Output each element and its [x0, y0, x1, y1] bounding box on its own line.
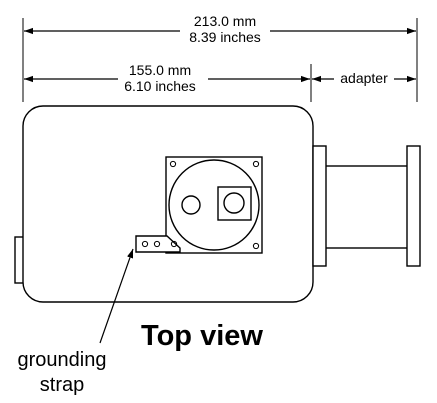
overall-dimension-inches: 8.39 inches [189, 29, 261, 45]
plate-screw-bottom-right [252, 242, 260, 250]
body-dimension-mm: 155.0 mm [129, 62, 191, 78]
adapter-flange-left [312, 145, 327, 267]
waveguide-section [324, 165, 409, 249]
strap-hole-left [141, 240, 149, 248]
plate-screw-top-left [169, 160, 177, 168]
grounding-strap [135, 235, 181, 253]
adapter-dimension: adapter [312, 70, 416, 86]
strap-hole-right [170, 240, 178, 248]
adapter-label: adapter [340, 70, 388, 86]
grounding-strap-leader [99, 248, 134, 344]
center-port-hole [223, 192, 245, 214]
callout-line-2: strap [40, 374, 84, 396]
strap-hole-middle [153, 240, 161, 248]
adapter-flange-right [406, 145, 421, 267]
disc-hole [181, 195, 201, 215]
overall-dimension-mm: 213.0 mm [194, 13, 256, 29]
extension-lines [22, 18, 418, 102]
mounting-plate [165, 156, 263, 254]
body-dimension: 155.0 mm 6.10 inches [24, 62, 310, 94]
plate-screw-top-right [252, 160, 260, 168]
view-title: Top view [141, 320, 263, 352]
callout-line-1: grounding [18, 349, 107, 371]
overall-dimension: 213.0 mm 8.39 inches [24, 13, 416, 45]
disc [168, 159, 260, 251]
adapter-assembly [312, 145, 421, 267]
body-dimension-inches: 6.10 inches [124, 78, 196, 94]
